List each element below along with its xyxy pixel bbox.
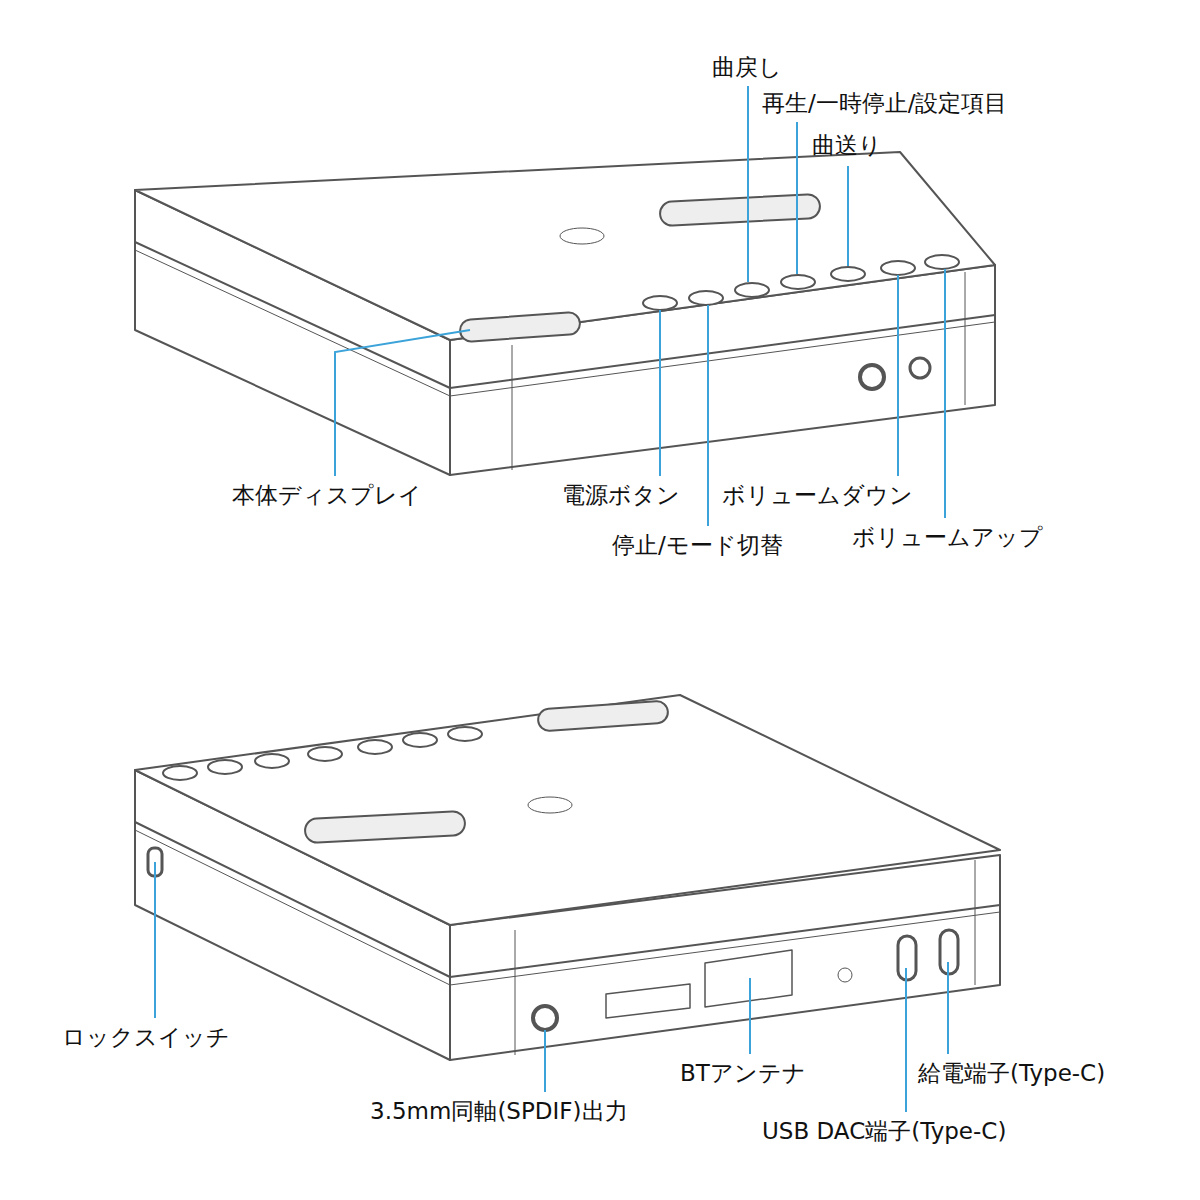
- callout-label: 電源ボタン: [562, 482, 680, 510]
- player-back-view: [135, 695, 1000, 1060]
- slot-window: [606, 984, 690, 1018]
- button: [781, 275, 815, 289]
- leader-line: [544, 1030, 546, 1092]
- callout-label: USB DAC端子(Type-C): [762, 1118, 1006, 1146]
- disc-slot: [304, 811, 465, 843]
- leader-line: [154, 862, 156, 1018]
- display-window: [537, 700, 668, 731]
- button: [208, 760, 242, 774]
- seam-line: [135, 822, 1000, 977]
- logo: [528, 797, 572, 813]
- button: [308, 747, 342, 761]
- display-window: [459, 312, 580, 342]
- leader-line: [749, 978, 751, 1054]
- leader-line: [707, 305, 709, 526]
- callout-label: ボリュームダウン: [722, 482, 913, 510]
- leader-line: [659, 310, 661, 476]
- callout-label: 再生/一時停止/設定項目: [762, 90, 1008, 118]
- callout-label: 曲送り: [812, 132, 882, 160]
- button: [831, 267, 865, 281]
- button: [403, 733, 437, 747]
- callout-label: ボリュームアップ: [852, 524, 1043, 552]
- line-jack: [910, 358, 930, 378]
- callout-label: 曲戻し: [712, 54, 782, 82]
- button: [255, 754, 289, 768]
- leader-line: [847, 166, 849, 266]
- button: [881, 261, 915, 275]
- leader-line: [944, 269, 946, 518]
- seam-line: [135, 830, 1000, 985]
- headphone-jack: [860, 365, 884, 389]
- top-face: [135, 695, 1000, 925]
- button: [689, 291, 723, 305]
- button: [358, 740, 392, 754]
- button: [735, 283, 769, 297]
- mark-symbol: [838, 968, 852, 982]
- leader-line: [897, 275, 899, 476]
- logo: [560, 228, 604, 244]
- edge-line: [975, 860, 976, 985]
- seam-line: [135, 250, 995, 396]
- callout-label: 本体ディスプレイ: [232, 482, 422, 510]
- callout-label: 3.5mm同軸(SPDIF)出力: [370, 1098, 628, 1126]
- leader-lines: [155, 86, 948, 1112]
- leader-line: [796, 122, 798, 274]
- callout-label: BTアンテナ: [680, 1060, 806, 1088]
- callout-label: 停止/モード切替: [612, 532, 783, 560]
- leader-line: [905, 968, 907, 1112]
- button: [925, 255, 959, 269]
- edge-line: [515, 930, 516, 1055]
- edge-line: [512, 345, 513, 470]
- button: [163, 766, 197, 780]
- player-top-view: [135, 152, 995, 475]
- bt-antenna-window: [705, 950, 792, 1007]
- top-face: [135, 152, 995, 340]
- coax-jack: [533, 1006, 557, 1030]
- callout-label: ロックスイッチ: [62, 1024, 230, 1052]
- seam-line: [135, 242, 995, 388]
- leader-line: [747, 86, 749, 282]
- leader-line: [335, 330, 470, 476]
- button: [448, 727, 482, 741]
- button: [643, 296, 677, 310]
- callout-label: 給電端子(Type-C): [918, 1060, 1105, 1088]
- leader-line: [947, 962, 949, 1054]
- edge-line: [965, 272, 966, 405]
